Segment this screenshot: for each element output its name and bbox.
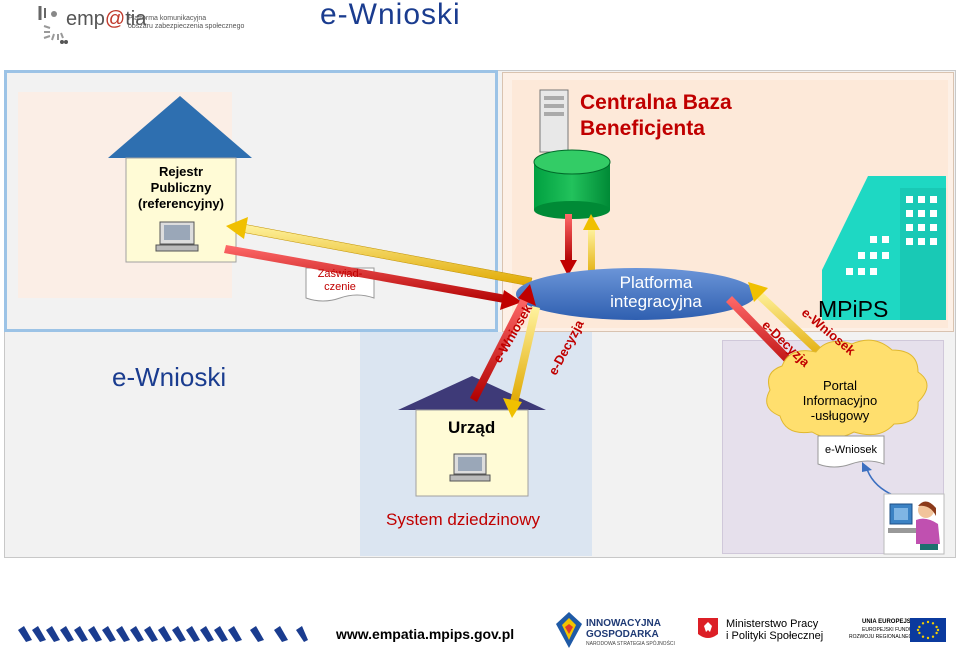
platform-label: Platforma integracyjna [596,273,716,311]
arrow-portal-to-platform [748,282,830,362]
certificate-label-line-1: Zaświad- [317,268,363,280]
platform-label-line-1: Platforma [619,273,693,292]
portal-label: Portal Informacyjno -usługowy [780,378,900,423]
database-icon [533,149,611,219]
arrow-office-to-platform [470,284,536,402]
logo-wordmark: emp@tia [66,8,146,31]
arrow-platform-to-office [503,306,540,418]
eu-label-line-1: UNIA EUROPEJSKA [862,619,920,625]
page-title: e-Wnioski [320,0,461,31]
certificate-label: Zaświad- czenie [306,268,374,294]
polish-emblem-icon [698,618,718,638]
portal-cloud-icon [766,339,928,439]
central-db-label-line-1: Centralna Baza [580,91,732,114]
innowacyjna-label: INNOWACYJNA [586,618,662,629]
eu-flag-icon [910,618,946,642]
mpips-label: MPiPS [818,296,889,322]
section-label-ewnioski: e-Wnioski [112,362,227,392]
platform-label-line-2: integracyjna [610,292,702,311]
empatia-logo: emp@tia Platforma komunikacyjna obszaru … [36,4,244,46]
platform-ellipse [516,268,756,320]
logo-subtitle-2: obszaru zabezpieczenia społecznego [128,23,245,30]
portal-label-line-3: -usługowy [810,408,870,423]
logo-word-suffix: tia [125,8,147,30]
logo-figure-icon [38,6,68,44]
central-db-label-line-2: Beneficjenta [580,117,705,140]
portal-label-line-1: Portal [823,378,857,393]
footer-decoration-stripes [18,626,308,642]
arrow-registry-to-platform [224,245,522,310]
ministry-label-line-2: i Polityki Społecznej [726,630,824,642]
certificate-label-line-2: czenie [324,281,356,293]
arrow-user-to-portal-head [862,462,872,472]
user-at-computer-icon [883,493,945,555]
central-db-label: Centralna Baza Beneficjenta [580,90,732,142]
registry-label-line-3: (referencyjny) [138,196,224,211]
footer-url[interactable]: www.empatia.mpips.gov.pl [336,626,515,642]
ministry-label-line-1: Ministerstwo Pracy [726,618,819,630]
eu-label-line-2: EUROPEJSKI FUNDUSZ [862,627,919,633]
arrow-user-to-portal [865,465,901,499]
registry-label: Rejestr Publiczny (referencyjny) [126,164,236,212]
arrow-db-to-platform [560,214,577,276]
portal-label-line-2: Informacyjno [802,393,878,408]
innovative-economy-logo-icon [556,612,582,648]
office-computer-icon [449,453,491,482]
logo-word-at: @ [104,8,126,30]
registry-label-line-1: Rejestr [158,164,204,179]
gospodarka-label: GOSPODARKA [586,629,659,640]
portal-ewniosek-document-icon [817,435,885,468]
office-label: Urząd [448,418,496,437]
registry-label-line-2: Publiczny [150,180,212,195]
server-icon [539,89,569,153]
nss-label: NARODOWA STRATEGIA SPÓJNOŚCI [586,641,675,647]
arrow-platform-to-db [583,214,600,280]
mpips-building-icon [822,176,946,320]
eu-label-line-3: ROZWOJU REGIONALNEGO [849,634,917,640]
registry-computer-icon [155,221,199,252]
domain-system-label: System dziedzinowy [386,510,541,529]
logo-word-prefix: emp [66,8,105,30]
portal-ewniosek-label: e-Wniosek [825,444,877,456]
logo-subtitle-1: Platforma komunikacyjna [128,15,207,22]
